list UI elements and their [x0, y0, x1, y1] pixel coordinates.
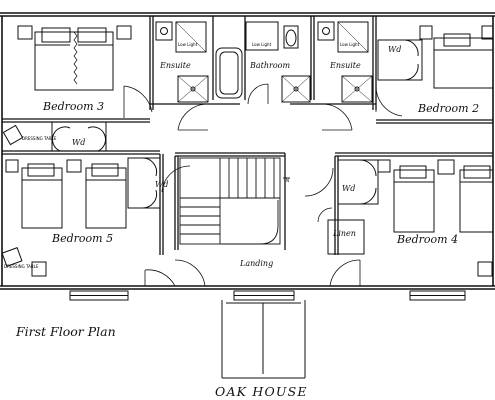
bedroom-4-bed-left [393, 165, 435, 233]
label-linen: Linen [332, 229, 356, 238]
bath-tub [215, 47, 243, 99]
label-stair-marker: N [286, 178, 289, 183]
bedroom-5-wardrobe [127, 157, 161, 209]
label-wardrobe-bedroom-2: Wd [388, 45, 401, 54]
window-right [409, 290, 466, 301]
door-swings [123, 83, 403, 287]
bedroom-2-bed [433, 33, 494, 89]
dressing-table-bottom-left [1, 247, 23, 267]
bedroom-4-chair [477, 261, 493, 277]
interior-walls [2, 16, 493, 255]
bedroom-3-wardrobe [51, 121, 107, 152]
plan-title: First Floor Plan [15, 324, 116, 339]
bedroom-3-nightstand-right [116, 25, 132, 40]
bedroom-4-nightstand-left [377, 159, 391, 173]
bedroom-4-wardrobe [337, 159, 379, 205]
ensuite-right-fixtures [317, 21, 373, 103]
label-wardrobe-bedroom-4: Wd [342, 184, 355, 193]
bedroom-4-nightstand-right [437, 159, 455, 175]
bedroom-2-nightstand-right [481, 25, 494, 40]
label-ensuite-right: Ensuite [329, 61, 361, 70]
window-left [69, 290, 129, 301]
bedroom-2-nightstand [419, 25, 433, 40]
ensuite-left-fixtures [155, 21, 209, 103]
label-basin-bathroom: Low Light [252, 42, 272, 47]
bedroom-3-nightstand-left [17, 25, 33, 40]
label-wardrobe-bedroom-3: Wd [72, 138, 85, 147]
window-center [233, 290, 295, 301]
bedroom-5-bed-left [21, 163, 63, 229]
dressing-table-top-left [2, 124, 24, 146]
label-ensuite-left: Ensuite [159, 61, 191, 70]
label-landing: Landing [239, 259, 273, 268]
label-bedroom-4: Bedroom 4 [396, 233, 458, 246]
staircase [179, 157, 290, 245]
label-bedroom-5: Bedroom 5 [51, 232, 113, 245]
bedroom-5-chair [31, 261, 47, 277]
bedroom-2-wardrobe [377, 39, 423, 81]
linen-cupboard [327, 219, 365, 255]
bedroom-5-nightstand-mid [66, 159, 82, 173]
porch-outline [221, 300, 306, 379]
label-bedroom-2: Bedroom 2 [417, 102, 479, 115]
bathroom-fixtures [245, 21, 311, 103]
label-bedroom-3: Bedroom 3 [42, 100, 104, 113]
bedroom-5-bed-right [85, 163, 127, 229]
house-name: OAK HOUSE [215, 384, 308, 399]
label-dressing-table-top: DRESSING TABLE [22, 136, 57, 141]
label-bathroom: Bathroom [249, 61, 290, 70]
label-wardrobe-bedroom-5: Wd [155, 180, 168, 189]
label-basin-ensuite-right: Low Light [340, 42, 360, 47]
bedroom-5-nightstand-left [5, 159, 19, 173]
bedroom-3-bed [34, 27, 114, 91]
label-dressing-table-bottom: DRESSING TABLE [4, 264, 39, 269]
bedroom-4-bed-right [459, 165, 494, 233]
label-basin-ensuite-left: Low Light [178, 42, 198, 47]
